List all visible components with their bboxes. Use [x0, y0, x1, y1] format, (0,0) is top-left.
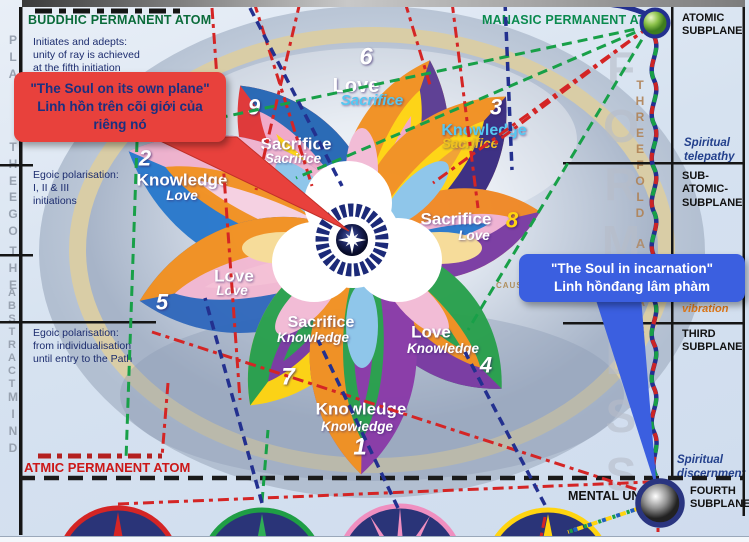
- buddhic-permanent-atom-label: BUDDHIC PERMANENT ATOM: [28, 13, 212, 27]
- soul-own-plane-callout: "The Soul on its own plane" Linh hồn trê…: [14, 72, 226, 142]
- petal-9-number: 9: [247, 94, 261, 120]
- petal-8-sub: Love: [458, 227, 490, 243]
- left-vertical-word-4: THE: [6, 244, 20, 295]
- third-subplane-label: THIRD SUBPLANE: [682, 328, 743, 354]
- navy-dashed-rays: [203, 1, 547, 509]
- left-vertical-word-3: EGO: [6, 190, 20, 241]
- jewel-in-the-lotus: [272, 161, 442, 302]
- petal-7-sub: Knowledge: [276, 329, 350, 345]
- petal-9-sub: Sacrifice: [264, 150, 322, 166]
- petal-5-number: 5: [155, 289, 169, 315]
- petal-7-number: 7: [281, 363, 295, 391]
- petal-7-main: Sacrifice: [287, 314, 355, 332]
- manasic-atom-sphere: [639, 7, 671, 39]
- partial-label-vibration: vibration: [682, 303, 729, 315]
- petal-4-number: 4: [479, 352, 493, 378]
- petal-2-sub: Love: [166, 187, 198, 203]
- soul-incarnation-line1: "The Soul in incarnation": [550, 260, 714, 276]
- atmic-permanent-atom-label: ATMIC PERMANENT ATOM: [24, 460, 191, 475]
- top-frame-bar: [22, 0, 745, 7]
- atomic-subplane-label: ATOMIC SUBPLANE: [682, 12, 743, 38]
- spiritual-telepathy-label: Spiritual telepathy: [684, 137, 735, 164]
- left-note-egoic-polarisation-2: Egoic polarisation: from individualisati…: [33, 327, 133, 365]
- left-vertical-word-6: MIND: [6, 390, 20, 458]
- fourth-subplane-label: FOURTH SUBPLANE: [690, 485, 749, 511]
- manasic-permanent-atom-label: MANASIC PERMANENT ATOM: [482, 13, 667, 27]
- left-vertical-word-1: PLA: [6, 33, 20, 84]
- petal-4-main: Love: [411, 322, 451, 342]
- left-note-egoic-polarisation-1: Egoic polarisation: I, II & III initiati…: [33, 169, 119, 207]
- petal-1-number: 1: [353, 433, 367, 461]
- petal-6-number: 6: [359, 43, 373, 71]
- threefold-watermark: THREEFOLD: [633, 78, 647, 222]
- left-note-initiates: Initiates and adepts: unity of ray is ac…: [33, 36, 140, 74]
- petal-3-number: 3: [489, 94, 503, 120]
- soul-own-plane-line2: Linh hồn trên cõi giới của riêng nó: [37, 98, 203, 133]
- petal-5-main: Love: [214, 266, 254, 286]
- petal-4-sub: Knowledge: [406, 340, 480, 356]
- mental-unit-link: [567, 506, 641, 534]
- petal-8-number: 8: [505, 207, 519, 233]
- soul-incarnation-callout: "The Soul in incarnation" Linh hồnđang l…: [519, 254, 745, 302]
- soul-own-plane-line1: "The Soul on its own plane": [30, 80, 210, 96]
- petal-9-main: Sacrifice: [260, 134, 332, 154]
- green-dashed-rays: [124, 24, 652, 503]
- left-vertical-word-5: ABSTRACT: [6, 287, 18, 391]
- causal-body-label: CAUSAL: [496, 281, 536, 290]
- blue-callout-tail: [595, 297, 657, 491]
- petal-1-sub: Knowledge: [320, 418, 394, 434]
- mental-unit-sphere: [635, 478, 685, 528]
- petal-8-main: Sacrifice: [420, 209, 492, 229]
- petal-1-main: Knowledge: [315, 399, 407, 419]
- petal-2-number: 2: [138, 145, 152, 171]
- sub-atomic-subplane-label: SUB- ATOMIC- SUBPLANE: [682, 170, 743, 209]
- red-callout-tail: [151, 136, 350, 232]
- petal-6-sub: Sacrifice: [340, 91, 404, 109]
- petal-2-main: Knowledge: [136, 170, 228, 190]
- bottom-frame-strip: [0, 536, 749, 542]
- soul-incarnation-line2: Linh hồnđang lâm phàm: [554, 279, 710, 294]
